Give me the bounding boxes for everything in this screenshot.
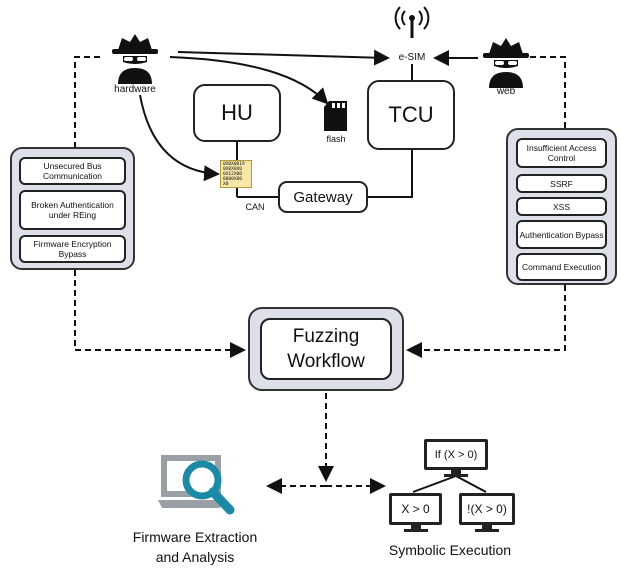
monitor-stand (404, 529, 428, 532)
vuln-item: Authentication Bypass (516, 220, 607, 249)
monitor-root: If (X > 0) (424, 439, 488, 470)
fuzzing-workflow-label: Fuzzing Workflow (260, 318, 392, 380)
monitor-stand (411, 525, 421, 529)
vuln-item: Firmware Encryption Bypass (19, 235, 126, 263)
symbolic-execution-label: Symbolic Execution (388, 542, 512, 558)
sd-card-icon (324, 101, 347, 131)
hu-box: HU (193, 84, 281, 142)
monitor-stand (482, 525, 492, 529)
web-label: web (496, 86, 516, 97)
antenna-icon (394, 6, 430, 38)
monitor-left: X > 0 (389, 493, 442, 525)
vuln-item: Unsecured Bus Communication (19, 157, 126, 185)
hardware-vulnerability-panel: Unsecured Bus Communication Broken Authe… (10, 147, 135, 270)
monitor-right: !(X > 0) (459, 493, 515, 525)
can-label: CAN (245, 202, 265, 212)
monitor-stand (451, 470, 461, 474)
vuln-item: Insufficient Access Control (516, 138, 607, 168)
chip-line: 0X12X00 (223, 172, 242, 177)
chip-line: X0 (223, 182, 229, 187)
chip-line: 0000X00 (223, 177, 242, 182)
flash-label: flash (326, 134, 346, 144)
hacker-icon (112, 34, 158, 84)
vuln-item: SSRF (516, 174, 607, 193)
web-vulnerability-panel: Insufficient Access Control SSRF XSS Aut… (506, 128, 617, 285)
can-chip-icon: 0X0X0019 0X0X0X0 0X12X00 0000X00 X0 (220, 160, 252, 188)
vuln-item: XSS (516, 197, 607, 216)
vuln-item: Broken Authentication under REing (19, 190, 126, 230)
monitor-stand (475, 529, 499, 532)
tcu-box: TCU (367, 80, 455, 150)
hardware-label: hardware (114, 84, 156, 95)
gateway-box: Gateway (278, 181, 368, 213)
esim-label: e-SIM (398, 52, 426, 63)
vuln-item: Command Execution (516, 253, 607, 281)
fuzzing-workflow-box: Fuzzing Workflow (248, 307, 404, 391)
laptop-search-icon (158, 455, 235, 515)
hacker-icon (483, 38, 529, 88)
firmware-analysis-label: Firmware Extraction and Analysis (132, 529, 258, 565)
chip-line: 0X0X0019 (223, 162, 245, 167)
monitor-stand (444, 474, 468, 477)
chip-line: 0X0X0X0 (223, 167, 242, 172)
